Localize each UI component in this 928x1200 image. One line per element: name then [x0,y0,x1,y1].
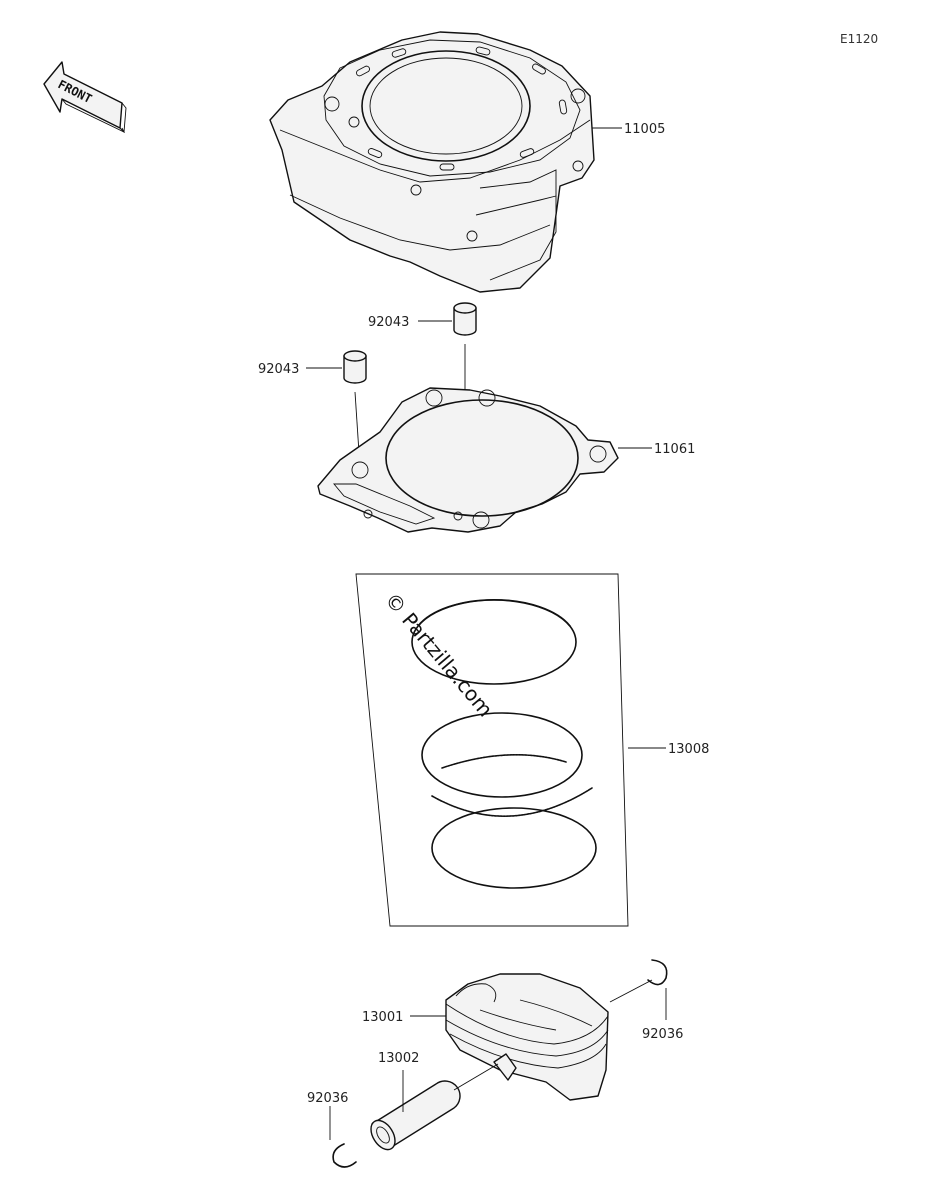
piston-ring-set-callout: 13008 [668,742,709,757]
circlip-left-part[interactable] [332,1143,357,1168]
circlip-right-part[interactable] [647,959,668,986]
front-arrow-icon: FRONT [43,61,127,134]
piston-ring-set-part[interactable] [355,573,629,927]
piston-pin-callout: 13002 [378,1051,419,1066]
dowel-pin-left-callout: 92043 [258,362,299,377]
dowel-pin-upper-callout: 92043 [368,315,409,330]
watermark: © Partzilla.com [380,588,498,722]
cylinder-callout: 11005 [624,122,665,137]
circlip-right-axis [609,979,653,1003]
piston-part[interactable] [445,973,609,1101]
dowel-pin-upper-part[interactable] [453,302,477,336]
piston-callout: 13001 [362,1010,403,1025]
base-gasket-part[interactable] [317,387,619,533]
circlip-left-callout: 92036 [307,1091,348,1106]
base-gasket-callout: 11061 [654,442,695,457]
circlip-right-callout: 92036 [642,1027,683,1042]
piston-pin-part[interactable] [366,1080,461,1154]
cylinder-part[interactable] [269,31,595,293]
dowel-pin-left-part[interactable] [343,350,367,384]
piston-pin-axis [453,1063,499,1091]
diagram-code: E1120 [840,32,878,46]
